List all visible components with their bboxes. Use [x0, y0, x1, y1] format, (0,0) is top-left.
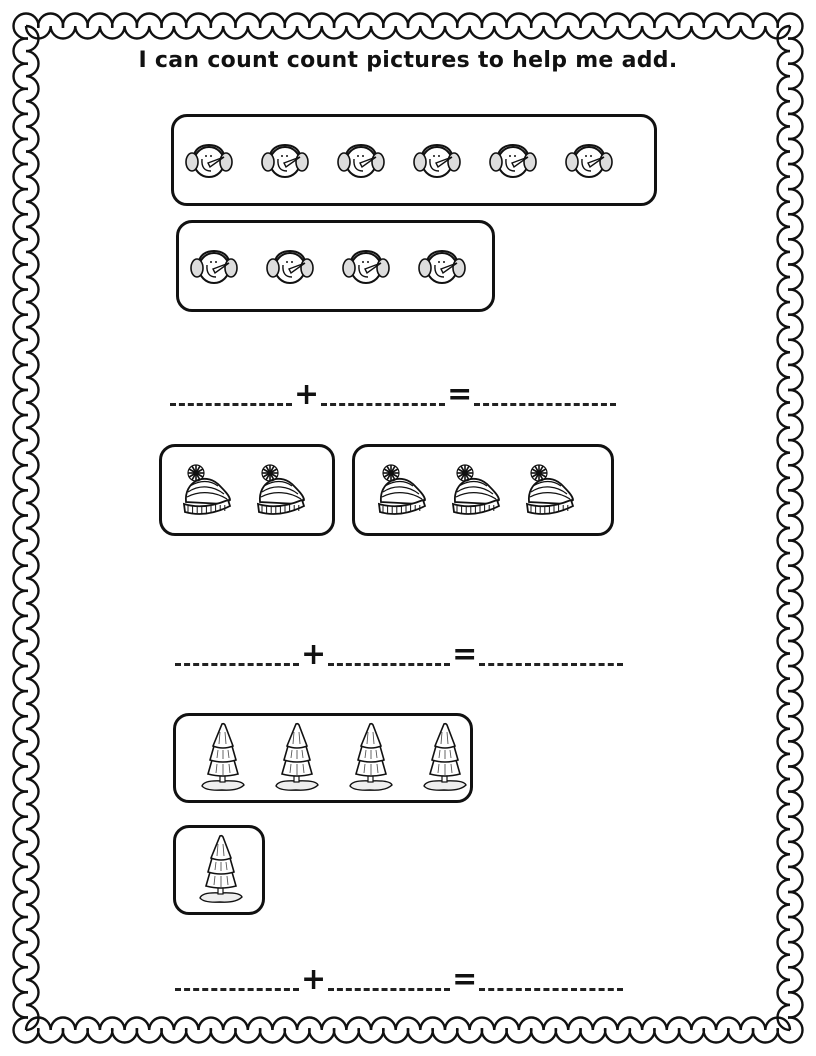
worksheet-title: I can count count pictures to help me ad… — [138, 48, 678, 73]
addend-2-blank[interactable] — [321, 403, 446, 406]
equation-line-2: + = — [175, 637, 624, 672]
knit-hat-icon — [256, 464, 306, 515]
snowman-earmuffs-icon — [337, 144, 385, 178]
picture-group-trees-2 — [173, 825, 265, 915]
snowman-earmuffs-icon — [190, 250, 238, 284]
snowy-pine-tree-icon — [199, 834, 243, 903]
picture-group-hats-1 — [159, 444, 335, 536]
addend-2-blank[interactable] — [328, 663, 451, 666]
snowman-earmuffs-icon — [266, 250, 314, 284]
snowy-pine-tree-icon — [423, 722, 467, 791]
snowman-earmuffs-icon — [565, 144, 613, 178]
sum-blank[interactable] — [474, 403, 617, 406]
snowman-earmuffs-icon — [413, 144, 461, 178]
knit-hat-icon — [525, 464, 575, 515]
picture-group-hats-2 — [352, 444, 614, 536]
sum-blank[interactable] — [479, 663, 624, 666]
knit-hat-icon — [451, 464, 501, 515]
snowy-pine-tree-icon — [349, 722, 393, 791]
plus-sign: + — [301, 637, 327, 672]
snowy-pine-tree-icon — [275, 722, 319, 791]
snowy-pine-tree-icon — [201, 722, 245, 791]
picture-group-snowmen-1 — [171, 114, 657, 206]
addend-1-blank[interactable] — [175, 988, 299, 991]
addend-2-blank[interactable] — [328, 988, 451, 991]
equation-line-1: + = — [170, 377, 617, 412]
equals-sign: = — [447, 377, 473, 412]
snowman-earmuffs-icon — [489, 144, 537, 178]
snowman-earmuffs-icon — [185, 144, 233, 178]
equals-sign: = — [452, 637, 478, 672]
sum-blank[interactable] — [479, 988, 624, 991]
knit-hat-icon — [377, 464, 427, 515]
equation-line-3: + = — [175, 962, 624, 997]
snowman-earmuffs-icon — [418, 250, 466, 284]
knit-hat-icon — [182, 464, 232, 515]
plus-sign: + — [294, 377, 320, 412]
snowman-earmuffs-icon — [342, 250, 390, 284]
addend-1-blank[interactable] — [170, 403, 292, 406]
addend-1-blank[interactable] — [175, 663, 299, 666]
picture-group-trees-1 — [173, 713, 473, 803]
picture-group-snowmen-2 — [176, 220, 495, 312]
plus-sign: + — [301, 962, 327, 997]
snowman-earmuffs-icon — [261, 144, 309, 178]
equals-sign: = — [452, 962, 478, 997]
